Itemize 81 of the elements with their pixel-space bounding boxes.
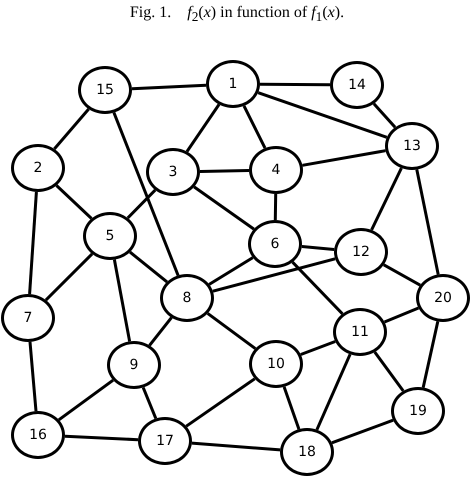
graph-node bbox=[146, 148, 200, 196]
edge-line bbox=[258, 91, 388, 139]
node-label: 13 bbox=[403, 138, 421, 154]
node-label: 5 bbox=[106, 228, 114, 244]
edge-line bbox=[331, 418, 394, 444]
graph-node bbox=[83, 212, 137, 260]
node-label: 6 bbox=[270, 236, 280, 252]
figure-caption: Fig. 1. f$_{2}$(x) in function of f$_{1}$(x). bbox=[128, 4, 346, 26]
edge-line bbox=[64, 434, 138, 442]
edge-line bbox=[282, 386, 300, 430]
node-label: 11 bbox=[351, 324, 369, 340]
edge-line bbox=[292, 261, 344, 315]
graph-node bbox=[249, 146, 303, 194]
edge-line bbox=[370, 167, 403, 231]
graph-node bbox=[78, 66, 132, 114]
graph-node bbox=[334, 228, 388, 276]
node-label: 2 bbox=[34, 160, 42, 176]
node-label: 20 bbox=[434, 290, 452, 306]
graph-node bbox=[160, 274, 214, 322]
graph-node bbox=[11, 411, 65, 459]
edge-line bbox=[132, 84, 206, 90]
graph-node bbox=[330, 61, 384, 109]
edge-line bbox=[302, 245, 334, 251]
edge-line bbox=[112, 259, 132, 342]
node-label: 10 bbox=[267, 356, 285, 372]
graph-node bbox=[249, 340, 303, 388]
graph-node bbox=[107, 341, 161, 389]
node-label: 14 bbox=[348, 77, 366, 93]
edge-line bbox=[142, 387, 158, 419]
graph-node bbox=[11, 144, 65, 192]
edge-line bbox=[193, 186, 255, 230]
node-label: 15 bbox=[96, 82, 114, 98]
node-label: 19 bbox=[409, 403, 427, 419]
edge-line bbox=[384, 306, 420, 324]
node-label: 17 bbox=[156, 433, 174, 449]
edge-line bbox=[186, 104, 220, 152]
edge-line bbox=[374, 351, 404, 392]
edge-line bbox=[58, 378, 114, 422]
node-label: 18 bbox=[298, 444, 316, 460]
graph-node bbox=[280, 428, 334, 476]
edge-line bbox=[112, 112, 180, 276]
edge-line bbox=[185, 378, 256, 428]
edge-line bbox=[242, 105, 266, 149]
node-label: 16 bbox=[29, 427, 47, 443]
edge-line bbox=[208, 256, 254, 286]
edge-line bbox=[53, 108, 90, 150]
graph-node bbox=[385, 122, 439, 170]
edge-line bbox=[28, 192, 38, 294]
edge-line bbox=[415, 169, 440, 275]
edge-line bbox=[28, 342, 38, 412]
edge-line bbox=[148, 316, 173, 346]
edge-line bbox=[44, 252, 94, 302]
graph-node bbox=[138, 417, 192, 465]
graph-node bbox=[416, 274, 470, 322]
edge-line bbox=[260, 82, 330, 86]
graph-node bbox=[248, 220, 302, 268]
edge-line bbox=[302, 149, 386, 167]
edge-line bbox=[372, 102, 396, 128]
graph-node bbox=[1, 294, 55, 342]
edge-line bbox=[383, 264, 421, 286]
edge-line bbox=[192, 442, 280, 452]
node-label: 8 bbox=[182, 290, 192, 306]
edge-line bbox=[316, 354, 352, 430]
node-label: 12 bbox=[352, 244, 370, 260]
edge-line bbox=[422, 321, 440, 388]
graph-node bbox=[333, 308, 387, 356]
edge-line bbox=[206, 312, 256, 350]
graph-node bbox=[391, 387, 445, 435]
node-label: 9 bbox=[130, 357, 138, 373]
node-label: 7 bbox=[24, 310, 32, 326]
edge-line bbox=[212, 257, 336, 293]
node-label: 4 bbox=[272, 162, 280, 178]
edge-line bbox=[55, 184, 93, 220]
edge-line bbox=[274, 194, 278, 220]
edge-line bbox=[129, 250, 168, 284]
node-label: 1 bbox=[228, 76, 238, 92]
edge-line bbox=[126, 189, 156, 219]
graph-node bbox=[206, 60, 260, 108]
edge-line bbox=[300, 340, 336, 356]
edge-line bbox=[200, 169, 250, 173]
node-label: 3 bbox=[168, 164, 178, 180]
